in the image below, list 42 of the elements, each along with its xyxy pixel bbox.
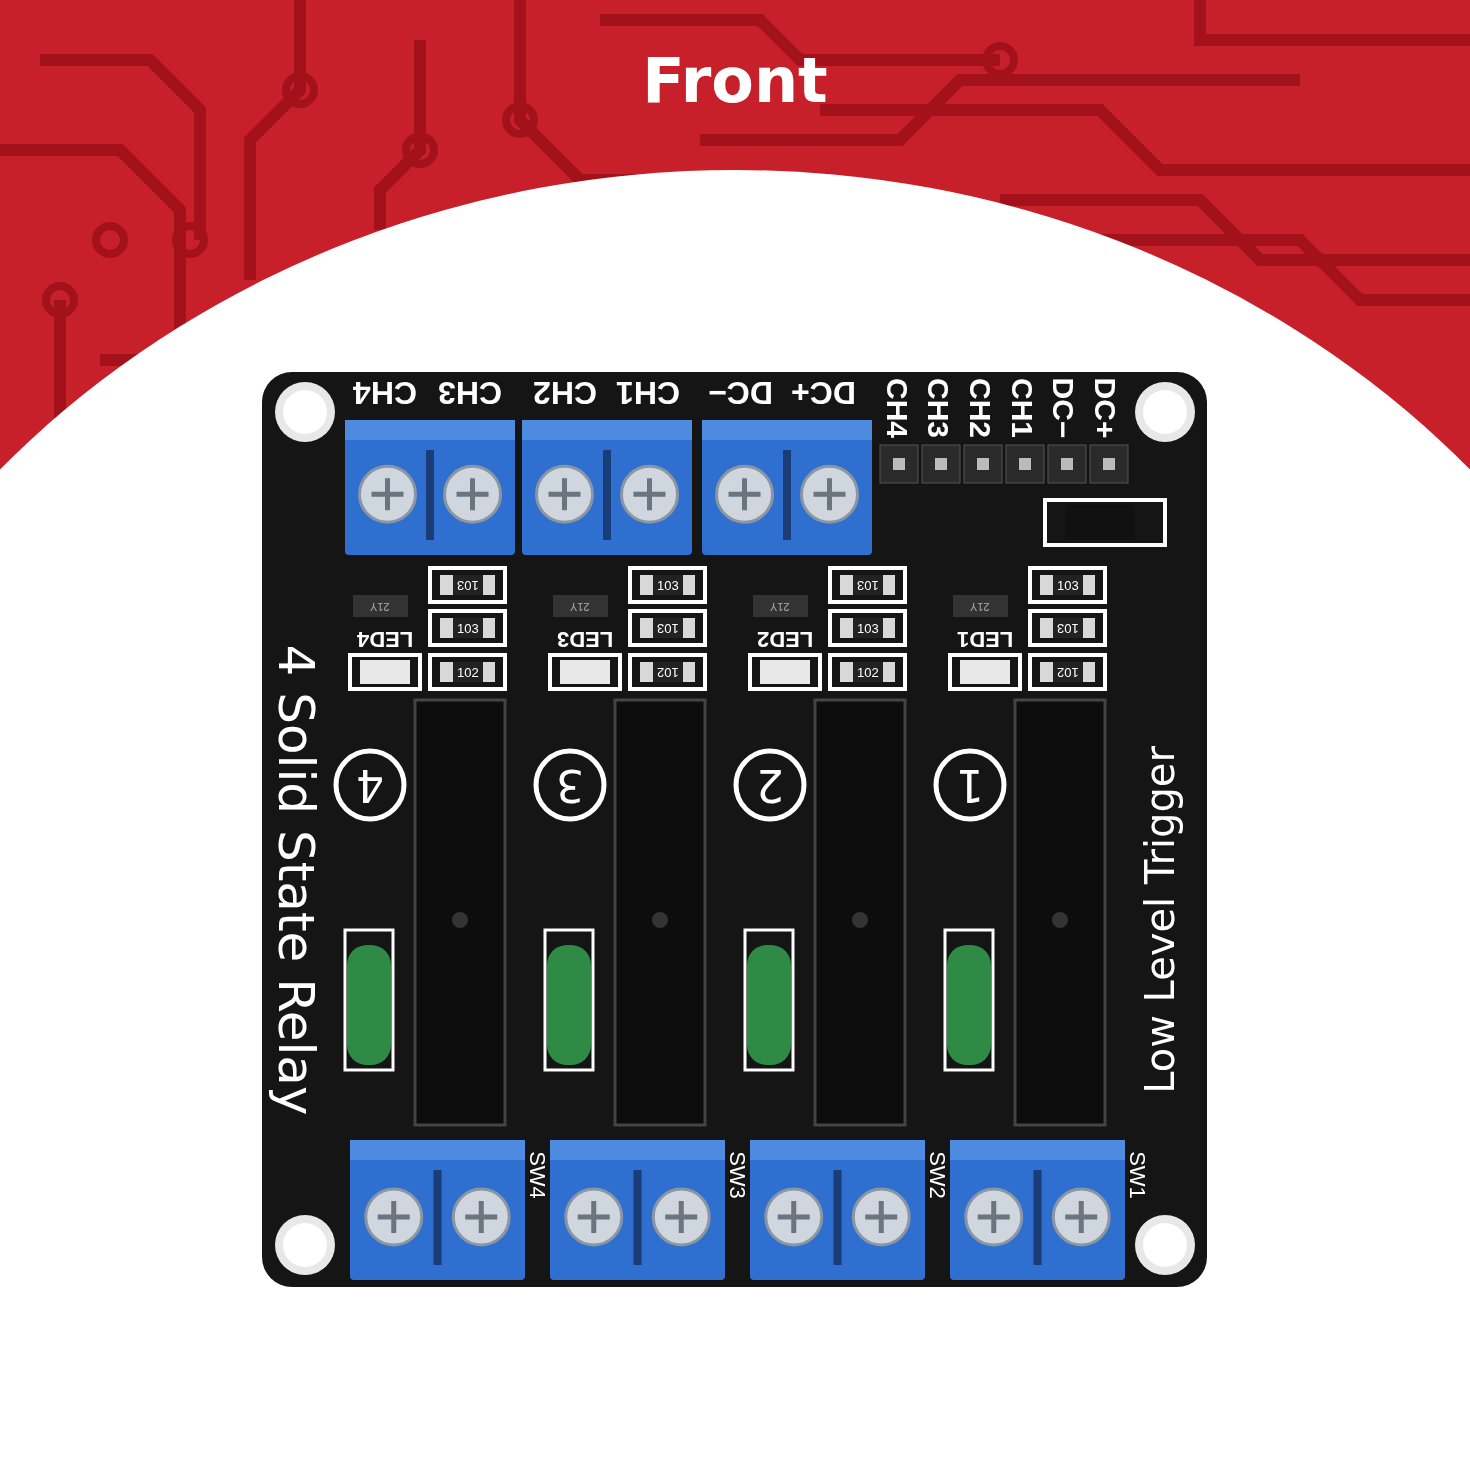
channel-number: 2: [756, 763, 784, 807]
pin-label: CH4: [882, 378, 912, 438]
output-label: SW1: [1125, 1151, 1148, 1199]
resistor-code: 103: [457, 578, 479, 592]
resistor-code: 103: [657, 578, 679, 592]
transistor-marking: 21Y: [570, 600, 590, 612]
output-label: SW4: [525, 1151, 548, 1199]
pin-label: CH3: [923, 378, 953, 438]
resistor-code: 102: [457, 665, 479, 679]
output-label: SW3: [725, 1151, 748, 1199]
resistor-code: 103: [1057, 578, 1079, 592]
terminal-label: DC−: [707, 377, 773, 409]
terminal-label: DC+: [790, 377, 856, 409]
led-label: LED3: [557, 628, 614, 650]
transistor-marking: 21Y: [370, 600, 390, 612]
resistor-code: 102: [857, 665, 879, 679]
terminal-label: CH4: [353, 377, 417, 409]
resistor-code: 103: [657, 621, 679, 635]
resistor-code: 102: [1057, 665, 1079, 679]
resistor-code: 103: [1057, 621, 1079, 635]
transistor-marking: 21Y: [970, 600, 990, 612]
output-label: SW2: [925, 1151, 948, 1199]
pin-label: CH1: [1007, 378, 1037, 438]
resistor-code: 103: [857, 578, 879, 592]
led-label: LED1: [957, 628, 1014, 650]
resistor-code: 103: [457, 621, 479, 635]
led-label: LED2: [757, 628, 814, 650]
channel-number: 4: [356, 763, 384, 807]
terminal-label: CH3: [438, 377, 502, 409]
resistor-code: 102: [657, 665, 679, 679]
transistor-marking: 21Y: [770, 600, 790, 612]
terminal-label: CH2: [533, 377, 597, 409]
pin-label: DC+: [1089, 377, 1120, 439]
resistor-code: 103: [857, 621, 879, 635]
channel-number: 1: [956, 763, 984, 807]
pin-label: CH2: [965, 378, 995, 438]
led-label: LED4: [357, 628, 414, 650]
board-title: 4 Solid State Relay: [270, 644, 321, 1116]
terminal-label: CH1: [616, 377, 680, 409]
pin-label: DC−: [1047, 377, 1078, 439]
page-title: Front: [642, 44, 828, 117]
channel-number: 3: [556, 763, 584, 807]
